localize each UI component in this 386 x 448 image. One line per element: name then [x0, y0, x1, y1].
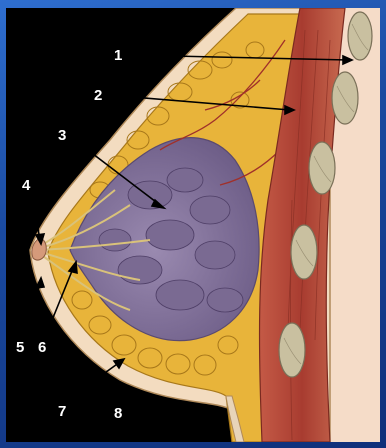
label-8: 8	[114, 405, 122, 422]
label-5: 5	[16, 339, 24, 356]
leader-line-4	[32, 195, 40, 240]
arrowhead-8	[213, 408, 222, 416]
label-7: 7	[58, 403, 66, 420]
label-1: 1	[114, 47, 122, 64]
label-2: 2	[94, 87, 102, 104]
label-4: 4	[22, 177, 31, 194]
label-6: 6	[38, 339, 46, 356]
leader-line-5	[28, 282, 40, 332]
leader-line-7	[70, 362, 120, 398]
label-3: 3	[58, 127, 66, 144]
